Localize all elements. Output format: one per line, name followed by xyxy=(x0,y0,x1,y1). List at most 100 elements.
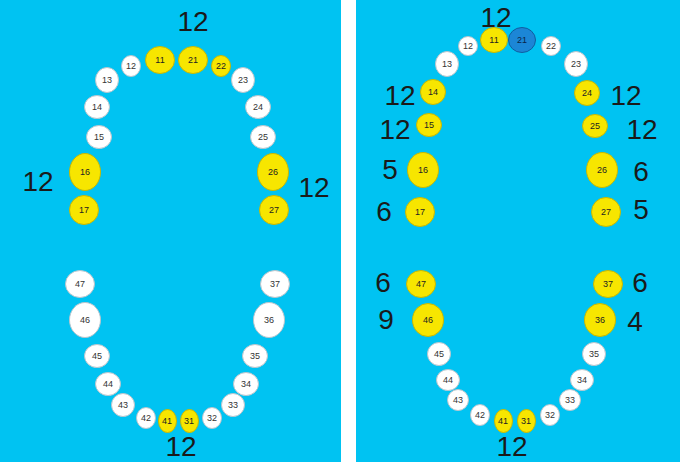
count-number: 12 xyxy=(496,433,527,461)
tooth: 44 xyxy=(95,372,121,396)
tooth-number: 33 xyxy=(228,401,238,410)
tooth-shape xyxy=(571,370,594,391)
count-number: 12 xyxy=(165,433,196,461)
tooth-shape xyxy=(251,126,276,149)
tooth: 16 xyxy=(407,152,439,188)
tooth-shape xyxy=(417,114,442,137)
tooth-number: 37 xyxy=(270,280,280,289)
tooth: 25 xyxy=(250,125,276,149)
tooth: 26 xyxy=(257,153,289,191)
tooth-number: 43 xyxy=(118,401,128,410)
tooth-shape xyxy=(517,410,535,433)
tooth-shape xyxy=(112,394,135,417)
tooth-shape xyxy=(146,47,175,74)
tooth-shape xyxy=(448,390,469,411)
tooth-number: 15 xyxy=(424,121,434,130)
tooth-number: 41 xyxy=(162,417,172,426)
tooth-number: 34 xyxy=(241,380,251,389)
tooth: 14 xyxy=(84,95,110,119)
tooth: 47 xyxy=(406,270,436,298)
tooth-shape xyxy=(243,345,268,368)
tooth: 41 xyxy=(158,409,177,433)
tooth: 33 xyxy=(559,389,581,411)
tooth-number: 21 xyxy=(188,56,198,65)
tooth: 22 xyxy=(541,36,561,56)
tooth-shape xyxy=(158,410,176,433)
count-number: 12 xyxy=(384,82,415,110)
tooth-shape xyxy=(260,196,289,225)
tooth-number: 47 xyxy=(416,280,426,289)
tooth: 23 xyxy=(564,51,588,77)
tooth-shape xyxy=(471,405,490,426)
tooth-number: 13 xyxy=(102,76,112,85)
tooth-number: 11 xyxy=(489,36,498,45)
tooth-number: 44 xyxy=(103,380,113,389)
tooth-shape xyxy=(406,198,435,227)
tooth-number: 27 xyxy=(269,206,279,215)
tooth: 23 xyxy=(231,67,255,93)
count-number: 12 xyxy=(177,8,208,36)
tooth: 32 xyxy=(540,404,560,426)
tooth-number: 24 xyxy=(582,89,592,98)
tooth: 14 xyxy=(420,79,446,105)
tooth-number: 45 xyxy=(434,350,444,359)
tooth: 47 xyxy=(65,270,95,298)
tooth: 43 xyxy=(111,393,135,417)
count-number: 9 xyxy=(378,306,394,334)
tooth: 43 xyxy=(447,389,469,411)
tooth: 46 xyxy=(69,302,101,338)
tooth-number: 46 xyxy=(423,316,433,325)
tooth-number: 32 xyxy=(207,414,217,423)
tooth-number: 31 xyxy=(184,417,194,426)
tooth: 22 xyxy=(211,55,231,77)
tooth: 34 xyxy=(570,369,594,391)
tooth-shape xyxy=(494,410,512,433)
count-number: 12 xyxy=(610,82,641,110)
tooth-number: 47 xyxy=(75,280,85,289)
tooth: 24 xyxy=(574,80,600,106)
tooth-shape xyxy=(594,271,623,298)
count-number: 6 xyxy=(375,269,391,297)
tooth-shape xyxy=(436,52,459,77)
tooth-shape xyxy=(222,394,245,417)
tooth-number: 42 xyxy=(141,414,151,423)
tooth: 44 xyxy=(436,369,460,391)
tooth: 35 xyxy=(582,342,606,366)
tooth: 32 xyxy=(202,407,222,429)
tooth-shape xyxy=(246,96,271,119)
tooth: 37 xyxy=(260,270,290,298)
tooth-number: 41 xyxy=(498,417,508,426)
tooth: 13 xyxy=(435,51,459,77)
tooth-shape xyxy=(96,68,119,93)
tooth-number: 25 xyxy=(590,122,600,131)
tooth: 42 xyxy=(136,407,156,429)
tooth: 21 xyxy=(508,27,536,53)
tooth-number: 15 xyxy=(94,133,104,142)
tooth: 17 xyxy=(405,197,435,227)
tooth: 27 xyxy=(259,195,289,225)
tooth-shape xyxy=(70,196,99,225)
tooth-number: 43 xyxy=(453,396,463,405)
tooth-number: 35 xyxy=(250,352,260,361)
tooth: 25 xyxy=(582,114,608,138)
tooth: 36 xyxy=(253,302,285,338)
tooth-shape xyxy=(203,408,222,429)
tooth-number: 22 xyxy=(546,42,556,51)
tooth-shape xyxy=(585,304,616,337)
tooth-shape xyxy=(66,271,95,298)
tooth-shape xyxy=(583,115,608,138)
tooth-shape xyxy=(179,47,208,74)
tooth-number: 34 xyxy=(577,376,587,385)
tooth-number: 16 xyxy=(80,168,90,177)
tooth-number: 44 xyxy=(443,376,453,385)
tooth-shape xyxy=(261,271,290,298)
tooth-number: 17 xyxy=(415,208,425,217)
tooth: 31 xyxy=(517,409,536,433)
tooth-shape xyxy=(234,373,259,396)
tooth-number: 46 xyxy=(80,316,90,325)
tooth-number: 31 xyxy=(521,417,531,426)
tooth-shape xyxy=(542,37,561,56)
tooth: 27 xyxy=(591,197,621,227)
tooth-number: 27 xyxy=(601,208,611,217)
